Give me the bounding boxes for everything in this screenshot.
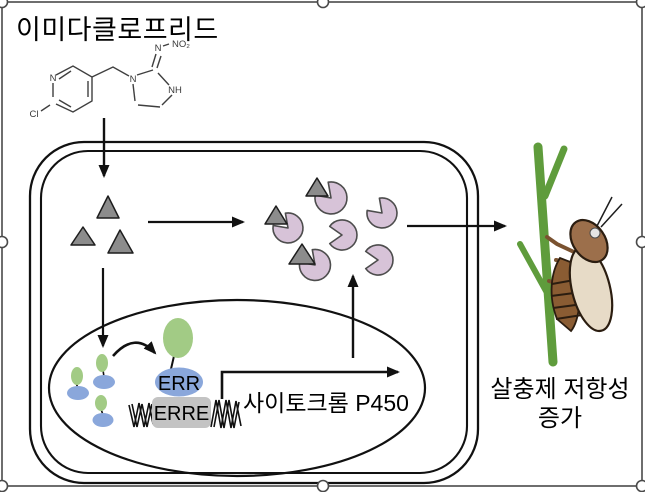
triangle-icon	[96, 195, 120, 219]
triangle-icon	[70, 226, 96, 246]
err-small-complexes	[67, 354, 115, 427]
handle-top-center[interactable]	[316, 0, 330, 9]
insect-antennae	[596, 196, 623, 228]
insect-eye	[589, 227, 601, 239]
p450-enzymes	[264, 177, 398, 282]
handle-mid-left[interactable]	[0, 235, 9, 249]
p450-pacman	[364, 244, 394, 276]
outcome-line1: 살충제 저항성	[490, 376, 630, 403]
p450-pacman	[366, 197, 398, 229]
planthopper-insect	[545, 196, 623, 333]
erre-element: ERRE	[152, 397, 211, 428]
green-domain	[163, 318, 193, 358]
blue-domain	[67, 386, 89, 400]
handle-bottom-center[interactable]	[316, 479, 330, 492]
err-bound-complex: ERR	[155, 318, 203, 397]
handle-bottom-left[interactable]	[0, 479, 9, 492]
p450-pacman	[272, 212, 304, 244]
err-complex	[92, 395, 114, 427]
triangle-icon	[107, 229, 134, 254]
p450-pacman	[314, 181, 348, 215]
nucleus-membrane	[47, 298, 427, 478]
cl-label: Cl	[30, 109, 39, 120]
imidacloprid-structure: N Cl N NH N NO₂	[30, 39, 191, 120]
dna-coil-right	[213, 399, 240, 429]
nh-label: NH	[168, 85, 182, 96]
green-domain	[71, 367, 83, 385]
triangle-icon	[288, 243, 316, 265]
green-domain	[95, 395, 107, 411]
err-protein	[155, 367, 203, 397]
dna-element	[128, 399, 242, 429]
blue-domain	[93, 375, 115, 389]
dna-coil-left	[131, 403, 153, 428]
outcome-line2: 증가	[537, 405, 583, 433]
erre-label: ERRE	[154, 403, 210, 425]
ring-n-label: N	[130, 74, 137, 85]
triangle-icon	[264, 205, 288, 225]
handle-bottom-right[interactable]	[635, 479, 645, 492]
title-imidacloprid: 이미다클로프리드	[16, 15, 219, 45]
arrow-transcription	[220, 366, 400, 399]
p450-pacman	[298, 248, 332, 282]
plant-stem	[517, 142, 568, 367]
imidacloprid-triangles	[70, 195, 134, 254]
green-domain	[96, 354, 108, 372]
blue-domain	[92, 413, 114, 427]
no2-label: NO₂	[172, 39, 190, 50]
arrow-err-activation	[112, 341, 157, 357]
handle-top-left[interactable]	[0, 0, 9, 9]
handle-top-right[interactable]	[635, 0, 645, 9]
resistance-outcome-label: 살충제 저항성 증가	[478, 375, 642, 434]
cell-membrane	[28, 140, 480, 485]
dna-coil-right	[210, 399, 242, 429]
pyridine-n-label: N	[50, 73, 57, 84]
err-complex	[93, 354, 115, 389]
dna-coil-left	[128, 402, 154, 428]
handle-mid-right[interactable]	[635, 235, 645, 249]
imine-n-label: N	[155, 43, 162, 54]
p450-pacman	[328, 219, 358, 251]
cytochrome-p450-label: 사이토크롬 P450	[243, 390, 409, 416]
erre-box	[152, 397, 211, 428]
err-complex	[67, 367, 89, 400]
err-label: ERR	[158, 373, 200, 395]
triangle-icon	[305, 177, 329, 197]
